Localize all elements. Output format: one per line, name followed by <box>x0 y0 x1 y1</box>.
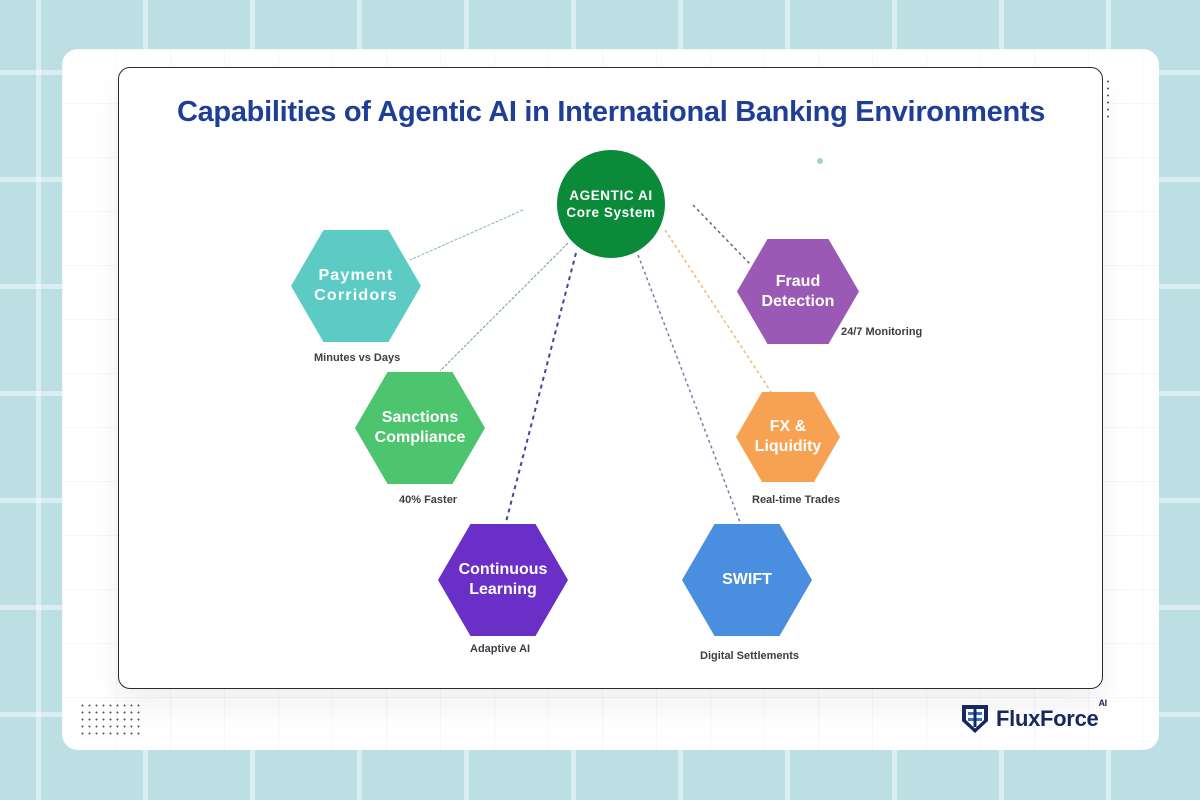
core-line1: AGENTIC AI <box>569 188 653 203</box>
node-label-line1: FX & <box>769 418 807 435</box>
decorative-dot-grid <box>79 702 143 738</box>
shield-icon <box>962 705 988 733</box>
node-subtitle-sanctions-compliance: 40% Faster <box>399 494 458 506</box>
diagram-title: Capabilities of Agentic AI in Internatio… <box>176 96 1046 128</box>
decorative-dot <box>817 158 823 164</box>
node-label-line1: Continuous <box>458 561 548 578</box>
node-subtitle-payment-corridors: Minutes vs Days <box>314 352 401 364</box>
node-label-line2: Detection <box>761 292 835 310</box>
node-label-line2: Learning <box>469 581 537 598</box>
node-label-line1: Fraud <box>775 272 821 290</box>
logo-name: FluxForce <box>996 706 1099 731</box>
logo-text: FluxForceAI <box>996 698 1107 732</box>
node-label-line2: Compliance <box>374 429 466 446</box>
node-label-line2: Liquidity <box>754 438 822 455</box>
decorative-dot-column <box>1106 78 1110 118</box>
node-label-line1: Payment <box>318 267 394 284</box>
node-label-line1: SWIFT <box>722 571 772 588</box>
fluxforce-logo: FluxForceAI <box>960 698 1107 735</box>
logo-suffix: AI <box>1098 698 1107 708</box>
node-subtitle-continuous-learning: Adaptive AI <box>470 643 531 655</box>
core-system-node: AGENTIC AI Core System <box>557 150 665 258</box>
node-subtitle-fx-liquidity: Real-time Trades <box>752 494 841 506</box>
node-subtitle-swift: Digital Settlements <box>700 650 800 662</box>
node-label-line2: Corridors <box>314 287 398 304</box>
core-line2: Core System <box>566 205 656 220</box>
node-subtitle-fraud-detection: 24/7 Monitoring <box>841 326 923 338</box>
node-swift: SWIFT <box>682 524 812 636</box>
node-continuous-learning: Continuous Learning <box>438 524 568 636</box>
node-label-line1: Sanctions <box>381 409 459 426</box>
